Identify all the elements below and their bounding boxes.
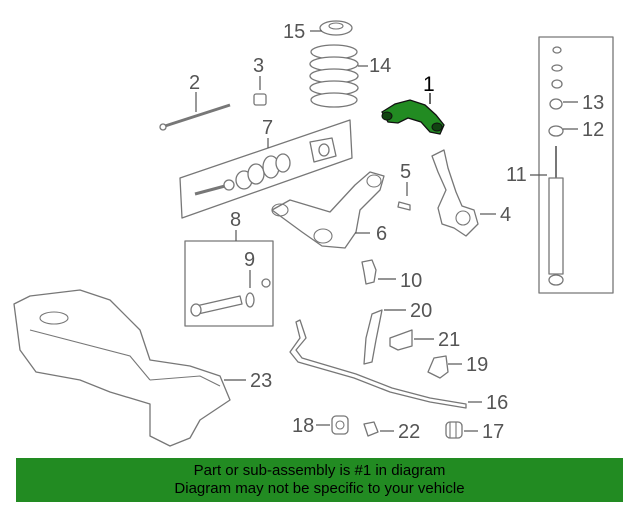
callout-14[interactable]: 14 (369, 55, 391, 77)
callout-17[interactable]: 17 (482, 421, 504, 443)
part-14-coil-spring: 14 (309, 44, 391, 108)
part-8-hardware-kit: 8 9 (184, 209, 274, 327)
part-20-stabilizer-link: 20 (363, 300, 432, 365)
callout-2[interactable]: 2 (189, 72, 200, 94)
part-21-bracket: 21 (389, 329, 460, 351)
banner-line-2: Diagram may not be specific to your vehi… (174, 480, 465, 497)
part-15-spring-seat: 15 (283, 20, 353, 43)
callout-3[interactable]: 3 (253, 55, 264, 77)
part-17-bushing: 17 (445, 421, 504, 443)
part-1-control-arm-highlighted[interactable]: 1 (381, 73, 445, 135)
part-5-bolt: 5 (397, 161, 411, 211)
callout-21[interactable]: 21 (438, 329, 460, 351)
info-banner: Part or sub-assembly is #1 in diagram Di… (16, 458, 623, 502)
callout-16[interactable]: 16 (486, 392, 508, 414)
callout-5[interactable]: 5 (400, 161, 411, 183)
callout-19[interactable]: 19 (466, 354, 488, 376)
parts-diagram: 15 14 3 2 1 7 (13, 20, 614, 447)
part-16-stabilizer-bar: 16 (289, 319, 508, 414)
part-23-subframe: 23 (13, 289, 272, 447)
callout-6[interactable]: 6 (376, 223, 387, 245)
callout-9[interactable]: 9 (244, 249, 255, 271)
callout-22[interactable]: 22 (398, 421, 420, 443)
callout-10[interactable]: 10 (400, 270, 422, 292)
banner-line-1: Part or sub-assembly is #1 in diagram (193, 462, 446, 479)
callout-8[interactable]: 8 (230, 209, 241, 231)
callout-11[interactable]: 11 (506, 164, 527, 186)
part-4-steering-knuckle: 4 (431, 149, 511, 237)
part-18-bushing: 18 (292, 415, 349, 437)
part-7-boot-kit: 7 (179, 117, 353, 219)
part-6-lower-control-arm: 6 (271, 171, 387, 249)
callout-20[interactable]: 20 (410, 300, 432, 322)
callout-1[interactable]: 1 (423, 73, 435, 96)
part-10-ball-joint: 10 (361, 259, 422, 292)
part-11-shock-absorber: 13 12 11 (506, 36, 614, 294)
callout-7[interactable]: 7 (262, 117, 273, 139)
part-22-clip: 22 (363, 421, 420, 443)
callout-4[interactable]: 4 (500, 204, 511, 226)
callout-23[interactable]: 23 (250, 370, 272, 392)
part-3-nut: 3 (253, 55, 267, 106)
callout-13[interactable]: 13 (582, 92, 604, 114)
callout-18[interactable]: 18 (292, 415, 314, 437)
part-2-bolt: 2 (159, 72, 231, 131)
callout-12[interactable]: 12 (582, 119, 604, 141)
callout-15[interactable]: 15 (283, 21, 305, 43)
part-19-bushing: 19 (427, 354, 488, 379)
